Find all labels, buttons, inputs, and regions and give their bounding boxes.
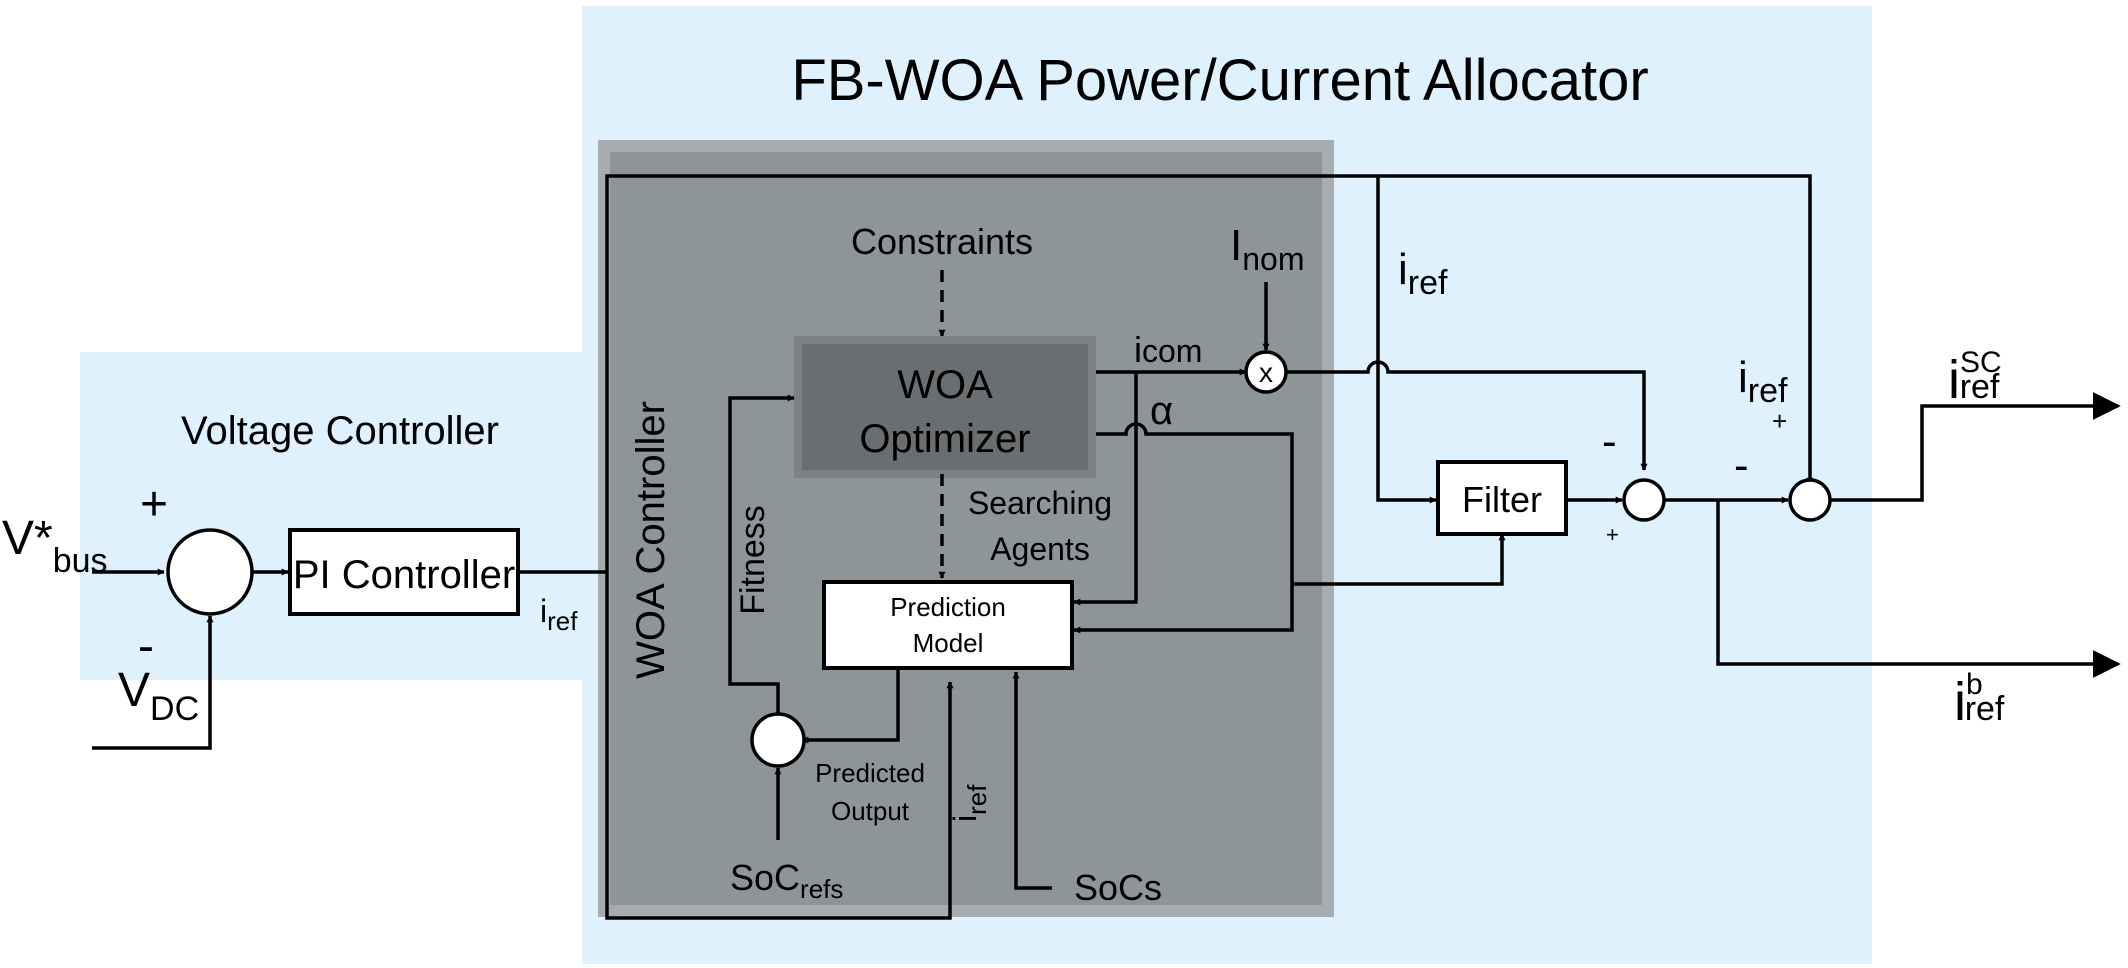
allocator-title: FB-WOA Power/Current Allocator bbox=[791, 48, 1648, 113]
iref-label-vertical: iref bbox=[947, 784, 992, 822]
icom-label: icom bbox=[1134, 329, 1202, 370]
filter-label: Filter bbox=[1462, 479, 1542, 520]
iref-label-top: iref bbox=[1398, 245, 1448, 302]
ib-ref-output-arrow bbox=[1716, 500, 2121, 678]
woa-controller-title: WOA Controller bbox=[629, 401, 673, 679]
alpha-to-filter-arrow bbox=[1292, 533, 1506, 586]
woa-optimizer-label-2: Optimizer bbox=[859, 417, 1030, 461]
vdc-feedback-arrow bbox=[92, 615, 214, 750]
fitness-arrow bbox=[728, 394, 795, 714]
iref-label-sc: iref bbox=[1738, 353, 1788, 410]
sum1-minus-sign: - bbox=[138, 620, 154, 673]
woa-optimizer-box bbox=[794, 336, 1096, 478]
iref-bus-top bbox=[605, 174, 1814, 572]
vdc-label: VDC bbox=[118, 664, 199, 728]
alpha-line bbox=[1073, 422, 1294, 634]
sc-sum-plus-sign: + bbox=[1772, 406, 1787, 436]
searching-agents-label-1: Searching bbox=[968, 485, 1112, 521]
predicted-output-label-2: Output bbox=[831, 796, 910, 826]
socrefs-label: SoCrefs bbox=[730, 857, 843, 904]
voltage-sum-node bbox=[166, 528, 254, 616]
alpha-label: α bbox=[1150, 389, 1173, 433]
fitness-label: Fitness bbox=[734, 505, 772, 615]
socs-label: SoCs bbox=[1074, 867, 1162, 908]
sum1-plus-sign: + bbox=[140, 478, 168, 531]
fitness-sum-node bbox=[750, 712, 806, 768]
searching-agents-label-2: Agents bbox=[990, 531, 1090, 567]
voltage-controller-region bbox=[80, 352, 600, 680]
inom-label: Inom bbox=[1230, 221, 1304, 277]
woa-controller-panel bbox=[598, 140, 1334, 917]
predicted-output-arrow bbox=[801, 668, 900, 744]
sc-sum-minus-sign: - bbox=[1734, 441, 1749, 490]
iref-bus-bottom bbox=[605, 572, 954, 920]
product-to-sum-arrow bbox=[1286, 360, 1648, 471]
battery-sum-plus-sign: + bbox=[1606, 522, 1619, 547]
icom-to-prediction-arrow bbox=[1073, 372, 1138, 606]
voltage-controller-title: Voltage Controller bbox=[181, 409, 499, 453]
pi-controller-label: PI Controller bbox=[293, 553, 515, 597]
prediction-model-label-2: Model bbox=[913, 628, 984, 658]
iref-to-filter-arrow bbox=[1376, 176, 1437, 504]
iref-label-pi: iref bbox=[540, 593, 578, 636]
filter-block bbox=[1436, 460, 1568, 536]
predicted-output-label-1: Predicted bbox=[815, 758, 925, 788]
sc-sum-node bbox=[1788, 478, 1832, 522]
constraints-label: Constraints bbox=[851, 221, 1033, 262]
battery-sum-minus-sign: - bbox=[1602, 417, 1617, 466]
socs-arrow bbox=[1012, 671, 1052, 890]
multiplier-label: x bbox=[1259, 357, 1273, 388]
battery-sum-node bbox=[1622, 478, 1666, 522]
pi-controller-block bbox=[288, 528, 520, 616]
isc-ref-output-arrow bbox=[1830, 392, 2121, 502]
prediction-model-label-1: Prediction bbox=[890, 592, 1006, 622]
prediction-model-block bbox=[822, 580, 1074, 670]
woa-optimizer-label-1: WOA bbox=[897, 363, 993, 407]
